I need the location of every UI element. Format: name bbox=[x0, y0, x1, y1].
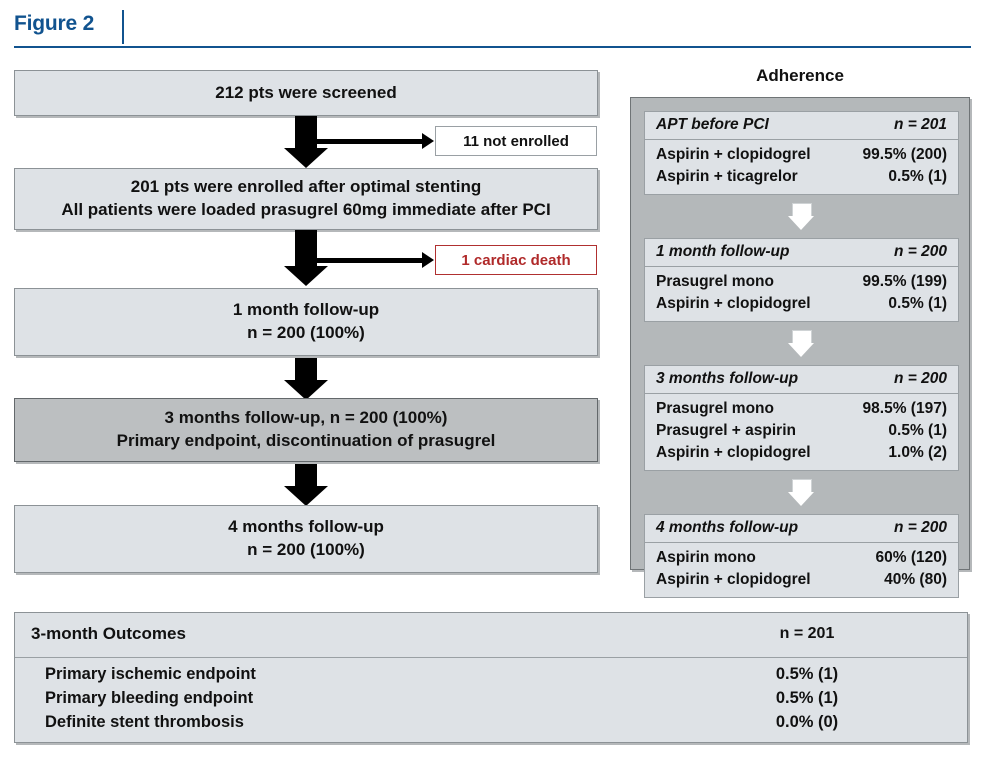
adherence-row-value: 0.5% (1) bbox=[888, 422, 947, 439]
adherence-row: Aspirin + ticagrelor 0.5% (1) bbox=[656, 166, 947, 188]
flow-box-3m-line-1: 3 months follow-up, n = 200 (100%) bbox=[164, 408, 448, 428]
adherence-row: Prasugrel mono 98.5% (197) bbox=[656, 398, 947, 420]
callout-cardiac-death-label: 1 cardiac death bbox=[461, 251, 571, 269]
adherence-card-header-label: 4 months follow-up bbox=[656, 519, 799, 536]
flow-arrow-1m-to-3m bbox=[284, 358, 328, 400]
adherence-row-label: Prasugrel + aspirin bbox=[656, 422, 796, 439]
adherence-card-header: 3 months follow-up n = 200 bbox=[645, 366, 958, 394]
outcomes-table: 3-month Outcomes n = 201 Primary ischemi… bbox=[14, 612, 968, 743]
header-rule bbox=[14, 46, 971, 48]
callout-not-enrolled: 11 not enrolled bbox=[435, 126, 597, 156]
adherence-row-label: Aspirin + clopidogrel bbox=[656, 146, 811, 163]
adherence-card-header-n: n = 200 bbox=[894, 519, 947, 536]
adherence-card-rows: Aspirin + clopidogrel 99.5% (200) Aspiri… bbox=[645, 140, 958, 194]
adherence-row-value: 40% (80) bbox=[884, 571, 947, 588]
callout-cardiac-death: 1 cardiac death bbox=[435, 245, 597, 275]
header-divider bbox=[122, 10, 124, 44]
adherence-row-value: 98.5% (197) bbox=[862, 400, 947, 417]
adherence-card-rows: Prasugrel mono 98.5% (197) Prasugrel + a… bbox=[645, 394, 958, 470]
flow-box-enrolled-line-1: 201 pts were enrolled after optimal sten… bbox=[130, 177, 482, 197]
flow-box-screened: 212 pts were screened bbox=[14, 70, 598, 116]
flow-box-followup-3-months: 3 months follow-up, n = 200 (100%) Prima… bbox=[14, 398, 598, 462]
flow-box-followup-4-months: 4 months follow-up n = 200 (100%) bbox=[14, 505, 598, 573]
page-title: Figure 2 bbox=[14, 12, 95, 35]
table-row: Primary ischemic endpoint 0.5% (1) bbox=[15, 665, 967, 689]
outcomes-n: n = 201 bbox=[779, 625, 835, 642]
adherence-row: Aspirin + clopidogrel 40% (80) bbox=[656, 569, 947, 591]
adherence-card-1-month: 1 month follow-up n = 200 Prasugrel mono… bbox=[644, 238, 959, 322]
flow-box-followup-1-month: 1 month follow-up n = 200 (100%) bbox=[14, 288, 598, 356]
outcomes-row-label: Primary bleeding endpoint bbox=[45, 689, 254, 707]
flow-box-4m-line-2: n = 200 (100%) bbox=[247, 540, 365, 559]
adherence-row-value: 99.5% (199) bbox=[862, 273, 947, 290]
adherence-panel: APT before PCI n = 201 Aspirin + clopido… bbox=[630, 97, 970, 598]
adherence-row-label: Prasugrel mono bbox=[656, 400, 774, 417]
adherence-row-value: 1.0% (2) bbox=[888, 444, 947, 461]
adherence-card-header-label: 1 month follow-up bbox=[656, 243, 790, 260]
outcomes-row-value: 0.5% (1) bbox=[775, 689, 839, 707]
adherence-card-rows: Prasugrel mono 99.5% (199) Aspirin + clo… bbox=[645, 267, 958, 321]
callout-not-enrolled-label: 11 not enrolled bbox=[463, 132, 569, 150]
table-row: Definite stent thrombosis 0.0% (0) bbox=[15, 713, 967, 737]
flow-arrow-3m-to-4m bbox=[284, 464, 328, 506]
adherence-card-3-months: 3 months follow-up n = 200 Prasugrel mon… bbox=[644, 365, 959, 471]
outcomes-row-value: 0.5% (1) bbox=[775, 665, 839, 683]
outcomes-row-label: Definite stent thrombosis bbox=[45, 713, 244, 731]
adherence-row: Aspirin + clopidogrel 1.0% (2) bbox=[656, 442, 947, 464]
adherence-row-value: 99.5% (200) bbox=[862, 146, 947, 163]
adherence-title: Adherence bbox=[756, 66, 844, 85]
flow-arrow-enrolled-to-1m bbox=[284, 230, 328, 286]
adherence-row: Prasugrel + aspirin 0.5% (1) bbox=[656, 420, 947, 442]
adherence-row-value: 60% (120) bbox=[875, 549, 947, 566]
adherence-row: Prasugrel mono 99.5% (199) bbox=[656, 271, 947, 293]
adherence-card-header: APT before PCI n = 201 bbox=[645, 112, 958, 140]
flow-box-enrolled-line-2: All patients were loaded prasugrel 60mg … bbox=[61, 200, 551, 219]
adherence-card-header: 4 months follow-up n = 200 bbox=[645, 515, 958, 543]
adherence-card-header-n: n = 200 bbox=[894, 243, 947, 260]
adherence-row: Aspirin mono 60% (120) bbox=[656, 547, 947, 569]
adherence-row-label: Aspirin + clopidogrel bbox=[656, 444, 811, 461]
adherence-card-header-label: APT before PCI bbox=[656, 116, 769, 133]
flow-box-enrolled: 201 pts were enrolled after optimal sten… bbox=[14, 168, 598, 230]
adherence-row-value: 0.5% (1) bbox=[888, 168, 947, 185]
adherence-row-label: Aspirin + ticagrelor bbox=[656, 168, 798, 185]
adherence-row: Aspirin + clopidogrel 99.5% (200) bbox=[656, 144, 947, 166]
adherence-row: Aspirin + clopidogrel 0.5% (1) bbox=[656, 293, 947, 315]
adherence-row-label: Aspirin mono bbox=[656, 549, 756, 566]
adherence-card-header-n: n = 201 bbox=[894, 116, 947, 133]
flow-box-1m-line-2: n = 200 (100%) bbox=[247, 323, 365, 342]
outcomes-title: 3-month Outcomes bbox=[31, 624, 186, 643]
adherence-card-4-months: 4 months follow-up n = 200 Aspirin mono … bbox=[644, 514, 959, 598]
outcomes-rows: Primary ischemic endpoint 0.5% (1) Prima… bbox=[15, 658, 967, 737]
flow-arrow-to-cardiac-death bbox=[305, 252, 435, 268]
adherence-card-header-n: n = 200 bbox=[894, 370, 947, 387]
table-row: Primary bleeding endpoint 0.5% (1) bbox=[15, 689, 967, 713]
outcomes-row-value: 0.0% (0) bbox=[775, 713, 839, 731]
outcomes-row-label: Primary ischemic endpoint bbox=[45, 665, 256, 683]
adherence-card-header: 1 month follow-up n = 200 bbox=[645, 239, 958, 267]
flow-box-1m-line-1: 1 month follow-up bbox=[232, 300, 380, 320]
flow-box-screened-line-1: 212 pts were screened bbox=[215, 82, 397, 102]
adherence-row-value: 0.5% (1) bbox=[888, 295, 947, 312]
flow-arrow-to-not-enrolled bbox=[305, 133, 435, 149]
adherence-card-header-label: 3 months follow-up bbox=[656, 370, 799, 387]
outcomes-header-row: 3-month Outcomes n = 201 bbox=[15, 613, 967, 658]
flow-box-3m-line-2: Primary endpoint, discontinuation of pra… bbox=[116, 431, 496, 450]
adherence-row-label: Prasugrel mono bbox=[656, 273, 774, 290]
adherence-card-rows: Aspirin mono 60% (120) Aspirin + clopido… bbox=[645, 543, 958, 597]
adherence-row-label: Aspirin + clopidogrel bbox=[656, 571, 811, 588]
adherence-row-label: Aspirin + clopidogrel bbox=[656, 295, 811, 312]
figure-header: Figure 2 bbox=[14, 10, 971, 50]
flow-box-4m-line-1: 4 months follow-up bbox=[228, 517, 384, 537]
adherence-card-apt-before-pci: APT before PCI n = 201 Aspirin + clopido… bbox=[644, 111, 959, 195]
